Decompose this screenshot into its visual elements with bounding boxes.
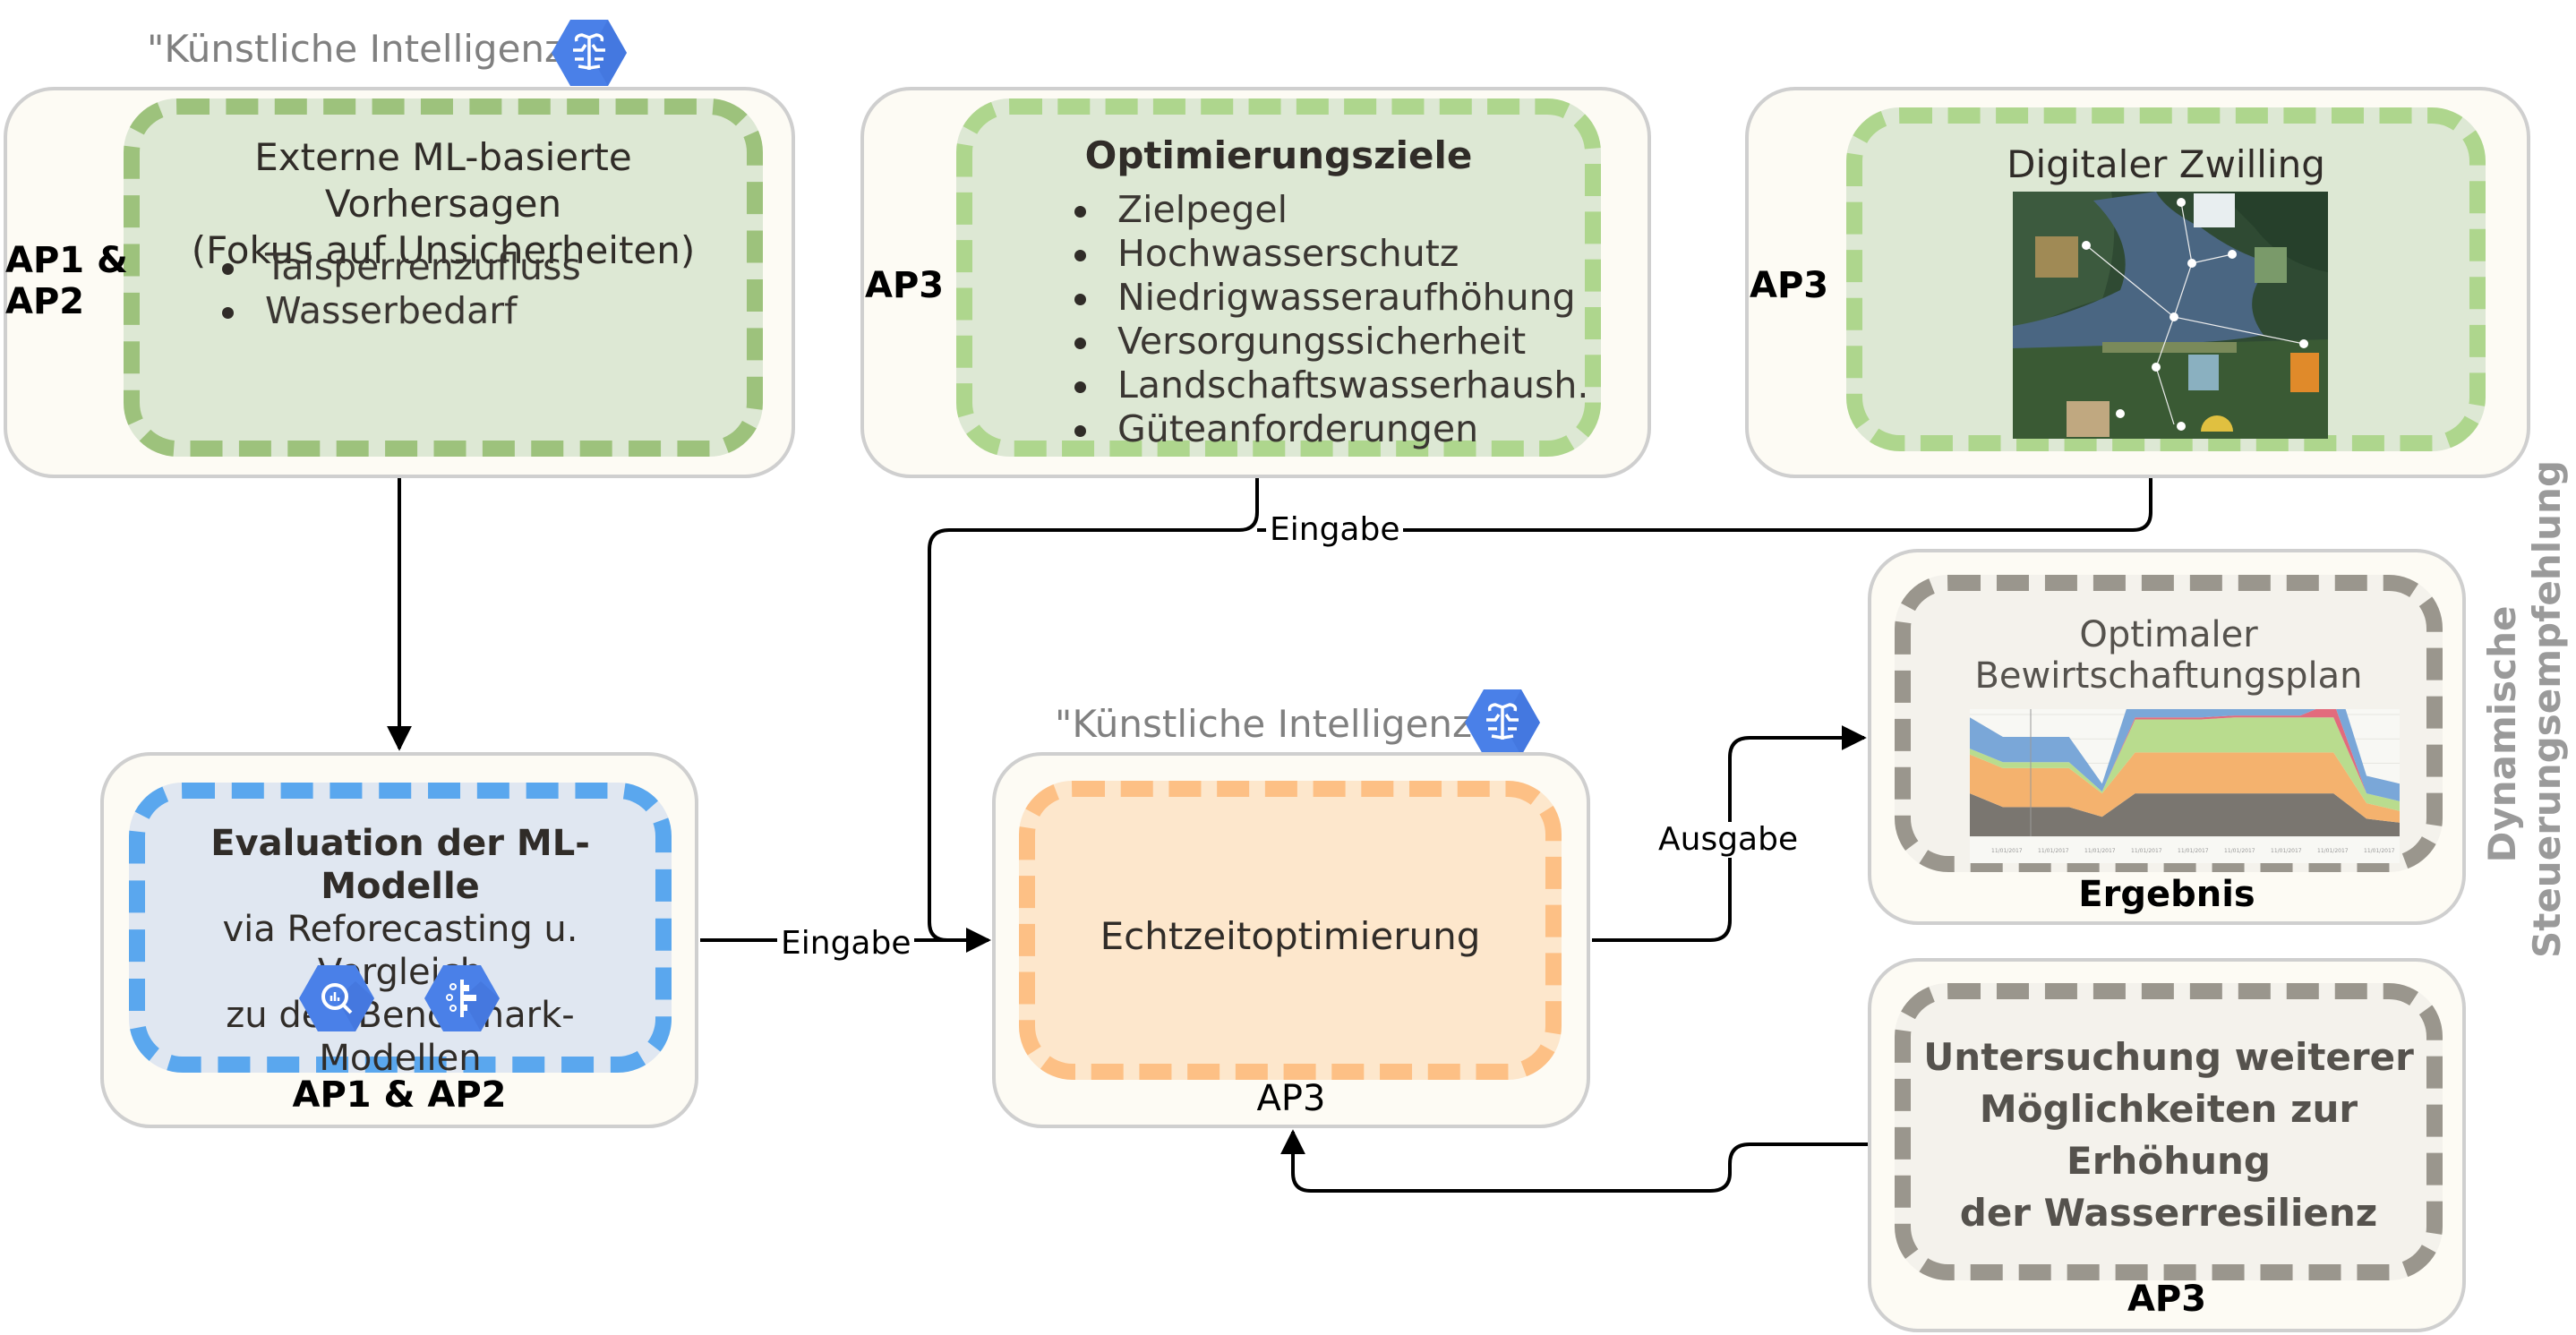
realtime-title: Echtzeitoptimierung [1100,914,1481,958]
edge-label-input-left: Eingabe [777,926,915,962]
forecast-title-line1: Externe ML-basierte Vorhersagen [254,135,632,226]
box-goals-inner: Optimierungsziele Zielpegel Hochwassersc… [956,98,1601,457]
chart-x-tick: 11/01/2017 [1991,848,2023,854]
research-line: der Wasserresilienz [1959,1191,2378,1235]
edge-label-output: Ausgabe [1655,822,1802,858]
research-line: Möglichkeiten zur [1979,1087,2358,1131]
chart-x-tick: 11/01/2017 [2084,848,2116,854]
edge-research-to-realtime [1280,1129,1868,1193]
ap-line: AP2 [5,281,85,322]
chart-x-tick: 11/01/2017 [2317,848,2349,854]
box-twin-inner: Digitaler Zwilling [1846,107,2486,451]
area-series-layer-1 [1970,793,2400,836]
area-chart-svg: 11/01/2017 11/01/2017 11/01/2017 11/01/2017… [1970,671,2400,854]
eval-line2: via Reforecasting u. Vergleich [222,909,578,993]
box-eval-inner: Evaluation der ML-Modelle via Reforecast… [129,783,672,1079]
chart-x-tick: 11/01/2017 [2178,848,2209,854]
forecast-ap-label: AP1 & AP2 [5,240,128,322]
forecast-list: Talsperrenzufluss Wasserbedarf [215,245,581,333]
goal-item: Zielpegel [1067,188,1588,232]
chart-x-tick: 11/01/2017 [2131,848,2162,854]
ki-label-center: "Künstliche Intelligenz" [1055,702,1490,746]
management-plan-chart: 11/01/2017 11/01/2017 11/01/2017 11/01/2017… [1970,671,2400,863]
realtime-ap-label: AP3 [1256,1078,1326,1119]
eval-title: Evaluation der ML-Modelle [210,823,590,907]
goal-item: Güteanforderungen [1067,407,1588,451]
ap-line: AP1 & [5,240,128,281]
feature-bars-icon [424,965,500,1031]
goal-item: Landschaftswasserhaush. [1067,364,1588,407]
eval-line3: zu den Benchmark- Modellen [226,995,575,1079]
box-result-inner: Optimaler Bewirtschaftungsplan 11/01/201… [1895,575,2443,872]
box-forecast-inner: Externe ML-basierte Vorhersagen (Fokus a… [124,98,763,457]
reservoir-photo [2013,192,2328,439]
box-research-inner: Untersuchung weiterer Möglichkeiten zur … [1895,983,2443,1280]
chart-x-tick: 11/01/2017 [2364,848,2395,854]
chart-x-tick: 11/01/2017 [2271,848,2302,854]
side-label-dynamic-recommendation: Dynamische Steuerungsempfehlung [2480,459,2570,958]
research-line: Untersuchung weiterer [1923,1035,2414,1079]
ai-brain-icon [1465,689,1540,756]
research-line: Erhöhung [2067,1139,2271,1183]
area-series-layer-2 [1970,752,2400,823]
edge-goals-to-realtime [928,478,1259,953]
forecast-item: Talsperrenzufluss [215,245,581,289]
goal-item: Hochwasserschutz [1067,232,1588,276]
result-title-line2: Bewirtschaftungsplan [1974,655,2363,697]
goal-item: Niedrigwasseraufhöhung [1067,276,1588,320]
area-series-layer-3 [1970,717,2400,811]
research-ap-label: AP3 [2127,1279,2207,1320]
forecast-item: Wasserbedarf [215,289,581,333]
twin-ap-label: AP3 [1750,265,1829,306]
edge-twin-to-realtime [1257,478,2152,532]
forecast-title-line2: (Fokus auf Unsicherheiten) [191,228,696,272]
twin-title: Digitaler Zwilling [2007,142,2325,186]
reservoir-illustration [2013,192,2328,439]
chart-x-tick: 11/01/2017 [2038,848,2069,854]
goal-item: Versorgungssicherheit [1067,320,1588,364]
chart-x-tick: 11/01/2017 [2224,848,2255,854]
result-footer: Ergebnis [2078,874,2255,915]
goals-list: Zielpegel Hochwasserschutz Niedrigwasser… [1067,188,1588,451]
analytics-search-icon [299,965,374,1031]
ki-label-top: "Künstliche Intelligenz" [147,27,582,71]
eval-ap-label: AP1 & AP2 [292,1074,507,1116]
edge-label-input-top: Eingabe [1266,512,1404,548]
box-realtime-inner: Echtzeitoptimierung [1019,781,1562,1080]
goals-ap-label: AP3 [865,265,945,306]
side-label-line2: Steuerungsempfehlung [2525,459,2569,958]
result-title-line1: Optimaler [2079,614,2258,655]
goals-title: Optimierungsziele [1084,133,1473,177]
ai-brain-icon [552,20,627,86]
side-label-line1: Dynamische [2480,605,2524,863]
